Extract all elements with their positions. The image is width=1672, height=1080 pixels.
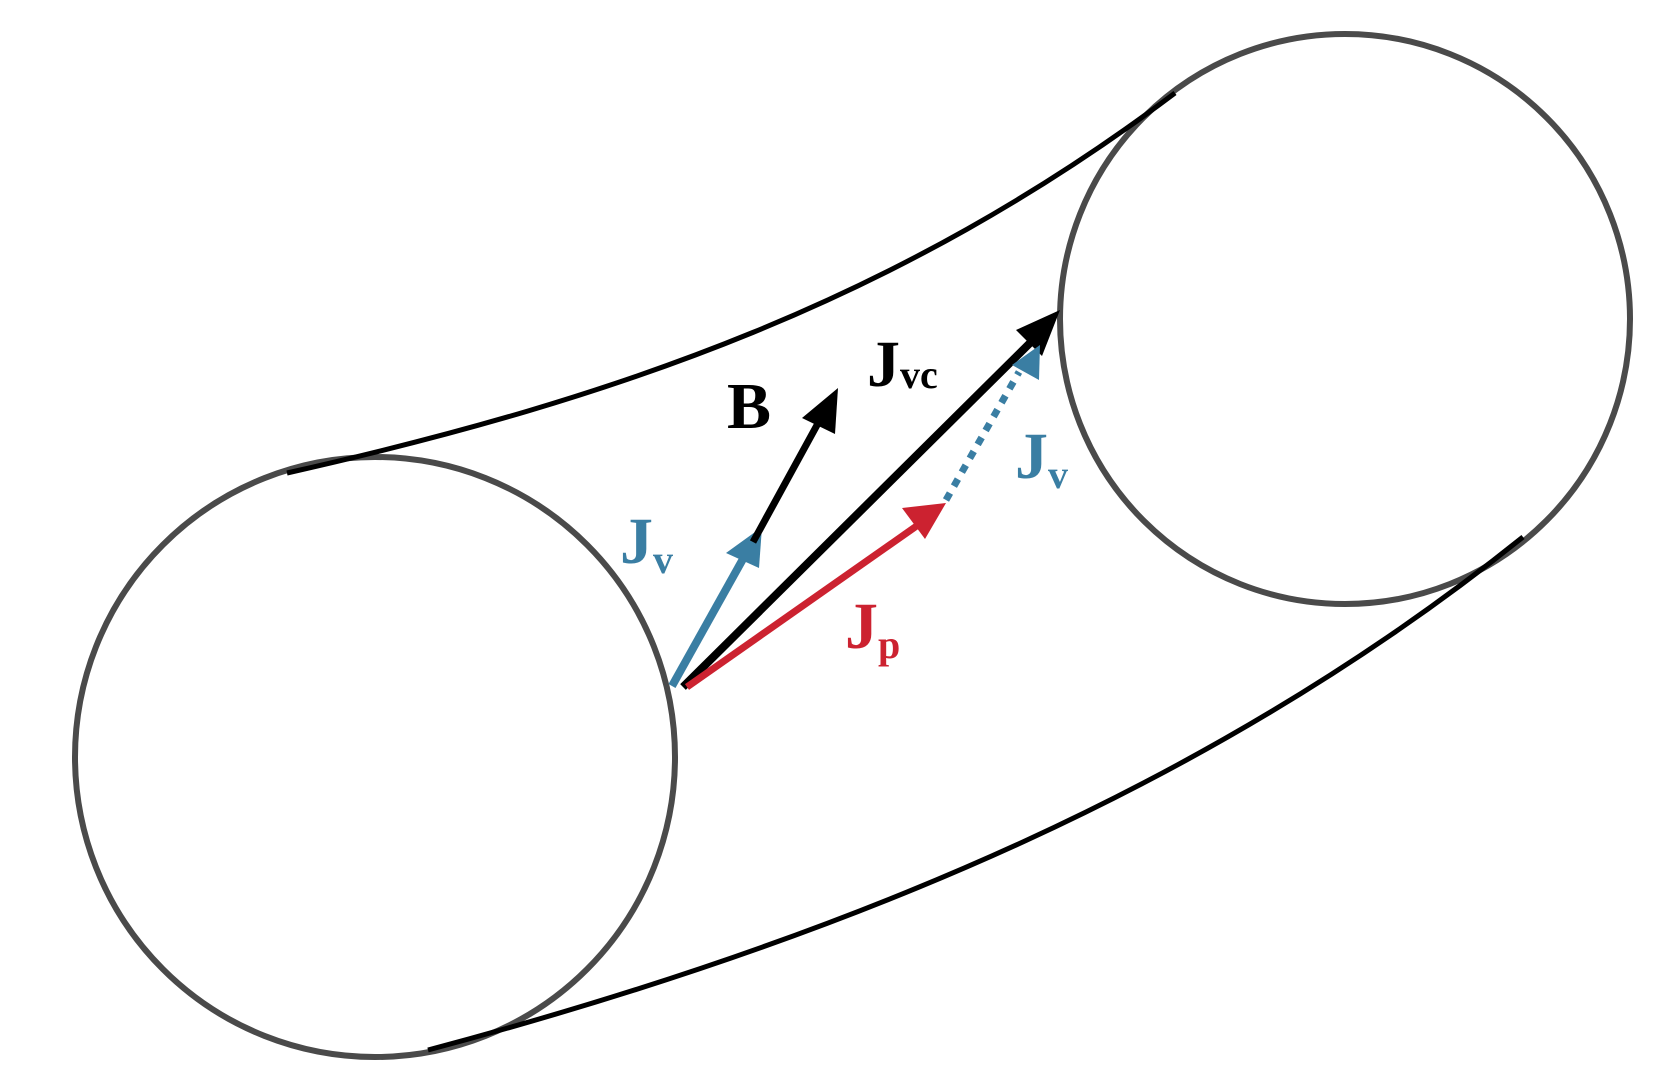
jp-arrow-shaft [684, 522, 921, 690]
label-jv-left: Jv [620, 505, 673, 582]
tube-lower-edge [427, 535, 1525, 1053]
jvc-arrowhead [1016, 310, 1060, 356]
label-jp: Jp [845, 590, 900, 667]
b-arrowhead [802, 388, 838, 434]
left-cross-section-circle [72, 454, 678, 1060]
jv-left-arrow-shaft [668, 548, 752, 688]
jp-arrowhead [902, 503, 946, 539]
jvc-arrow-shaft [680, 335, 1038, 690]
b-arrow-shaft [749, 414, 826, 544]
label-jvc: Jvc [867, 328, 938, 401]
jv-right-arrowhead [1012, 345, 1040, 380]
right-cross-section-circle [1057, 31, 1633, 607]
tube-upper-edge [286, 91, 1177, 476]
label-jv-right: Jv [1015, 420, 1068, 497]
label-b: B [727, 370, 771, 443]
